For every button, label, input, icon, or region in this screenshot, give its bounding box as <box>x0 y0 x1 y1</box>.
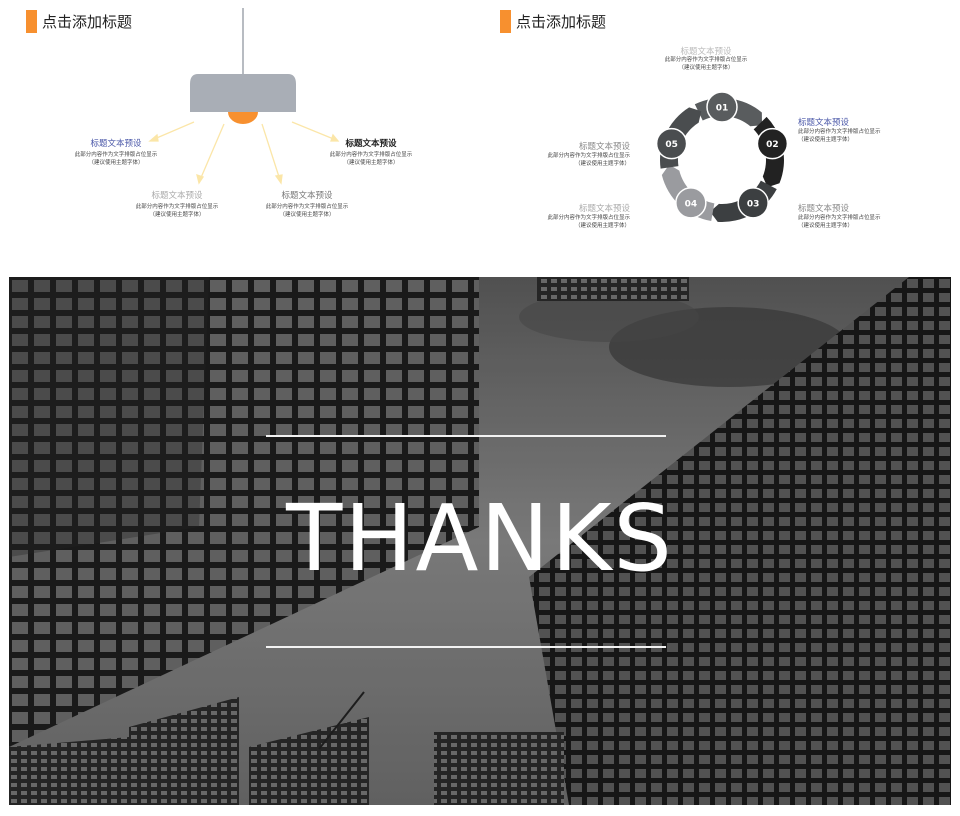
item-label: 标题文本预设 <box>151 191 203 201</box>
item-desc: 此部分内容作为文字排版占位显示（建议使用主题字体） <box>265 204 349 218</box>
item-desc: 此部分内容作为文字排版占位显示（建议使用主题字体） <box>547 153 630 167</box>
item-desc: 此部分内容作为文字排版占位显示（建议使用主题字体） <box>664 57 748 71</box>
bottom-divider-line <box>266 646 666 648</box>
item-label: 标题文本预设 <box>798 118 850 128</box>
slide-title[interactable]: 点击添加标题 <box>516 13 607 31</box>
slide-thanks: THANKS <box>9 277 951 805</box>
item-desc: 此部分内容作为文字排版占位显示（建议使用主题字体） <box>135 204 219 218</box>
item-desc: 此部分内容作为文字排版占位显示（建议使用主题字体） <box>798 129 881 143</box>
item-desc: 此部分内容作为文字排版占位显示（建议使用主题字体） <box>547 215 630 229</box>
item-label: 标题文本预设 <box>578 142 630 152</box>
cycle-graphic: 01 02 03 04 05 <box>655 91 789 222</box>
lamp-bulb <box>228 112 258 124</box>
cycle-step-node[interactable] <box>655 127 688 160</box>
title-accent-bar <box>500 10 511 33</box>
item-label: 标题文本预设 <box>90 139 142 149</box>
cycle-step-node[interactable] <box>756 127 789 160</box>
cycle-step-number: 01 <box>716 104 729 114</box>
item-label: 标题文本预设 <box>680 47 732 57</box>
top-divider-line <box>266 435 666 437</box>
cycle-step-node[interactable] <box>706 91 738 123</box>
item-label: 标题文本预设 <box>345 139 397 149</box>
item-label: 标题文本预设 <box>281 191 333 201</box>
cycle-step-number: 04 <box>685 199 698 209</box>
title-accent-bar <box>26 10 37 33</box>
slide-title[interactable]: 点击添加标题 <box>42 13 133 31</box>
lamp-shade <box>190 74 296 112</box>
item-label: 标题文本预设 <box>578 204 630 214</box>
light-rays <box>148 121 340 185</box>
item-desc: 此部分内容作为文字排版占位显示（建议使用主题字体） <box>74 152 158 166</box>
cycle-step-number: 05 <box>665 140 678 150</box>
slide-lamp-diagram: 点击添加标题 标题文本预设 此部分内容作为文字排版占位显示（建议使用主题字体） … <box>0 0 480 262</box>
slide-cycle-diagram: 点击添加标题 01 02 03 04 05 标题文本预设 此部分内容作为文字排版占位显示… <box>480 0 960 262</box>
item-desc: 此部分内容作为文字排版占位显示（建议使用主题字体） <box>329 152 413 166</box>
cycle-step-node[interactable] <box>737 187 769 219</box>
thanks-heading[interactable]: THANKS <box>286 485 674 592</box>
item-desc: 此部分内容作为文字排版占位显示（建议使用主题字体） <box>798 215 881 229</box>
cycle-step-node[interactable] <box>675 187 707 219</box>
lamp-graphic <box>148 8 340 185</box>
cycle-step-number: 03 <box>747 199 760 209</box>
skyscraper-photo <box>9 277 951 805</box>
item-label: 标题文本预设 <box>798 204 850 214</box>
cycle-step-number: 02 <box>766 140 779 150</box>
